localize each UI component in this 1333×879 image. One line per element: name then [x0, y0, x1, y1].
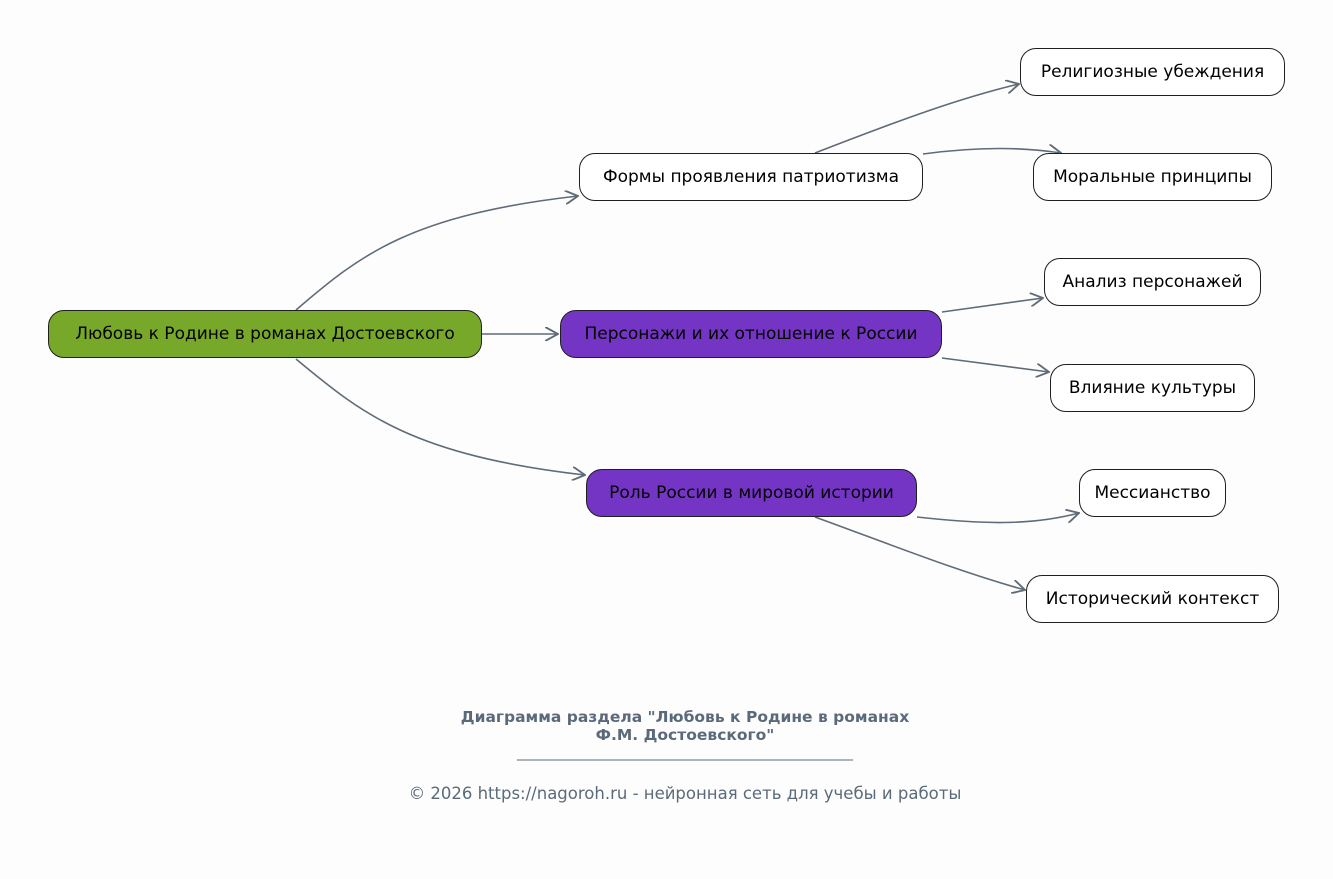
leaf-node-messianism[interactable]: Мессианство [1079, 469, 1226, 517]
leaf-node-moral[interactable]: Моральные принципы [1033, 153, 1272, 201]
edge-forms-to-religious [814, 84, 1019, 154]
caption-title-line2: Ф.М. Достоевского" [595, 726, 775, 744]
edge-role-to-historical [814, 516, 1025, 590]
edge-forms-to-moral [922, 148, 1061, 154]
edge-role-to-messianism [916, 513, 1079, 524]
branch-node-role[interactable]: Роль России в мировой истории [586, 469, 917, 517]
root-node[interactable]: Любовь к Родине в романах Достоевского [48, 310, 482, 358]
leaf-node-culture[interactable]: Влияние культуры [1050, 364, 1255, 412]
leaf-node-religious[interactable]: Религиозные убеждения [1020, 48, 1285, 96]
edge-characters-to-analysis [941, 298, 1043, 313]
edge-root-to-role [295, 358, 585, 475]
caption-title-line1: Диаграмма раздела "Любовь к Родине в ром… [460, 708, 910, 726]
leaf-node-historical[interactable]: Исторический контекст [1026, 575, 1279, 623]
copyright-text: © 2026 https://nagoroh.ru - нейронная се… [408, 784, 962, 803]
branch-node-characters[interactable]: Персонажи и их отношение к России [560, 310, 942, 358]
edge-characters-to-culture [941, 357, 1049, 372]
edge-root-to-forms [295, 196, 578, 311]
branch-node-forms[interactable]: Формы проявления патриотизма [579, 153, 923, 201]
caption-title: Диаграмма раздела "Любовь к Родине в ром… [0, 708, 1333, 744]
caption-divider: ________________________________________… [517, 745, 853, 761]
leaf-node-analysis[interactable]: Анализ персонажей [1044, 258, 1261, 306]
